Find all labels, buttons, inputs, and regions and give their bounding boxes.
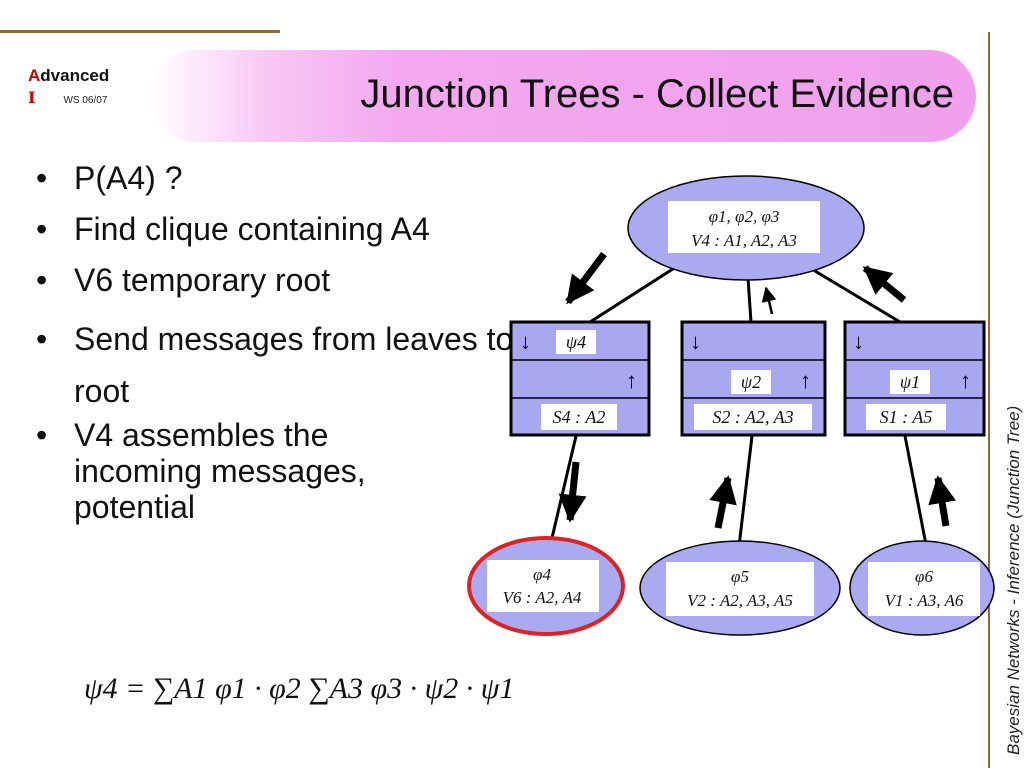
- logo-line2: I: [28, 88, 36, 107]
- message-arrows: [558, 251, 956, 529]
- right-rule: [988, 32, 990, 768]
- slide-title: Junction Trees - Collect Evidence: [360, 72, 954, 116]
- small-arrow-up-icon: [761, 286, 777, 315]
- separator-s4-label: S4 : A2: [553, 407, 606, 427]
- arrow-up-icon: ↑: [626, 368, 637, 393]
- arrow-down-icon: ↓: [690, 329, 701, 354]
- separator-s1-label: S1 : A5: [880, 407, 933, 427]
- bullet-item: Send messages from leaves to root: [32, 313, 552, 417]
- separator-s4-message: ψ4: [566, 332, 586, 352]
- clique-v4-label: V4 : A1, A2, A3: [691, 231, 797, 250]
- clique-v2-potentials: φ5: [731, 567, 749, 586]
- separator-s2-message: ψ2: [741, 372, 761, 392]
- arrow-up-icon: [928, 475, 956, 527]
- arrow-up-icon: ↑: [960, 368, 971, 393]
- separator-s4: ψ4 S4 : A2 ↓ ↑: [509, 320, 651, 437]
- clique-v4-potentials: φ1, φ2, φ3: [709, 207, 780, 226]
- clique-v6-label: V6 : A2, A4: [503, 588, 582, 607]
- arrow-up-icon: ↑: [800, 368, 811, 393]
- separator-s2-label: S2 : A2, A3: [712, 407, 793, 427]
- bullet-list: P(A4) ? Find clique containing A4 V6 tem…: [32, 160, 552, 540]
- separator-s1: ψ1 S1 : A5 ↓ ↑: [843, 320, 986, 437]
- bullet-item: P(A4) ?: [32, 160, 552, 196]
- clique-v1-potentials: φ6: [915, 567, 933, 586]
- clique-v4: φ1, φ2, φ3 V4 : A1, A2, A3: [627, 175, 865, 281]
- bullet-item: V6 temporary root: [32, 262, 552, 298]
- clique-v6: φ4 V6 : A2, A4: [467, 536, 625, 636]
- separator-s1-message: ψ1: [900, 372, 920, 392]
- clique-v2: φ5 V2 : A2, A3, A5: [639, 540, 841, 636]
- collect-formula: ψ4 = ∑A1 φ1 · φ2 ∑A3 φ3 · ψ2 · ψ1: [84, 672, 515, 705]
- clique-v2-label: V2 : A2, A3, A5: [687, 591, 793, 610]
- logo-word: dvanced: [40, 66, 110, 85]
- logo-term: WS 06/07: [63, 95, 108, 106]
- top-rule: [0, 30, 280, 33]
- bullet-item: V4 assembles the incoming messages, pote…: [32, 417, 454, 525]
- arrow-down-icon: [558, 461, 587, 523]
- title-banner: [150, 50, 976, 142]
- clique-v1: φ6 V1 : A3, A6: [849, 540, 995, 636]
- course-logo: Advanced I WS 06/07: [28, 66, 109, 107]
- logo-accent-letter: A: [28, 66, 41, 85]
- arrow-up-icon: [709, 475, 737, 529]
- arrow-down-icon: ↓: [853, 329, 864, 354]
- clique-v1-label: V1 : A3, A6: [885, 591, 964, 610]
- arrow-down-icon: ↓: [520, 329, 531, 354]
- clique-v6-potentials: φ4: [533, 565, 551, 584]
- arrow-down-left-icon: [565, 251, 607, 305]
- arrow-up-left-icon: [862, 265, 907, 303]
- bullet-item: Find clique containing A4: [32, 211, 552, 247]
- separator-s2: ψ2 S2 : A2, A3 ↓ ↑: [680, 320, 827, 437]
